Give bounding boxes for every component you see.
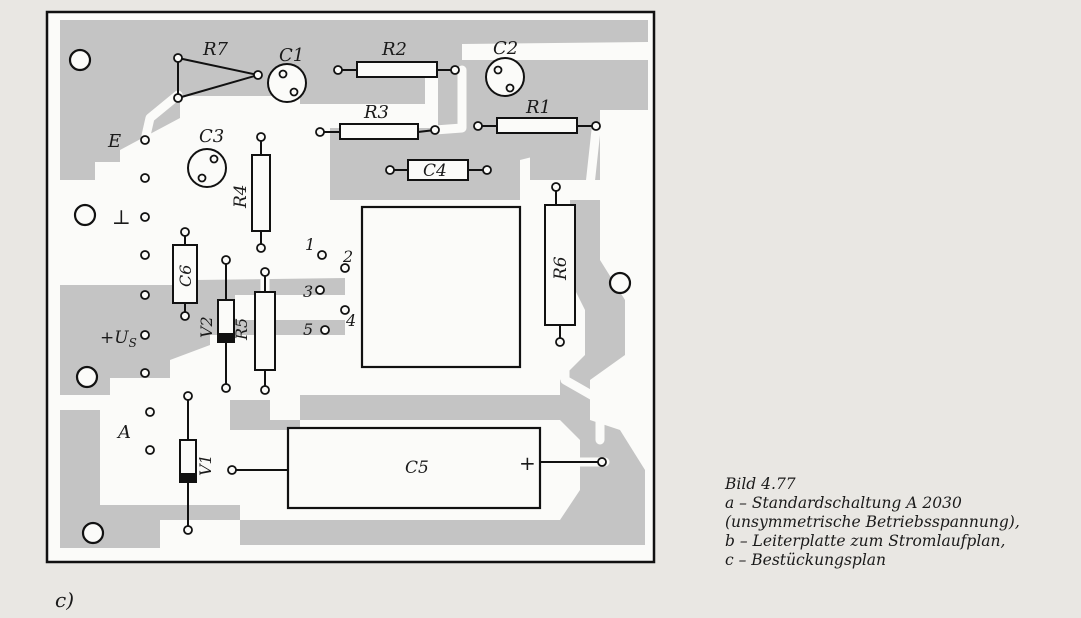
label-terminal-us: +US — [100, 328, 137, 350]
caption-line-a2: (unsymmetrische Betriebsspannung), — [725, 513, 1020, 531]
label-c6: C6 — [176, 265, 195, 287]
solder-pads — [140, 53, 607, 535]
label-r7: R7 — [202, 39, 229, 60]
label-r3: R3 — [363, 102, 389, 123]
label-c1: C1 — [279, 45, 304, 66]
resistor-bodies — [251, 61, 578, 371]
label-v2: V2 — [197, 316, 216, 338]
ic-a2030-outline — [360, 205, 522, 369]
v1-diode-band — [180, 473, 196, 482]
label-c4: C4 — [423, 161, 447, 181]
label-pin-5: 5 — [303, 320, 313, 339]
label-c2: C2 — [493, 38, 518, 59]
label-c5: C5 — [405, 458, 429, 478]
caption-title: Bild 4.77 — [725, 475, 796, 493]
label-pin-3: 3 — [303, 282, 313, 301]
label-terminal-ground: ⊥ — [112, 205, 131, 229]
label-v1: V1 — [196, 454, 215, 476]
v2-diode-band — [218, 333, 234, 342]
panel-letter: c) — [55, 588, 75, 612]
label-r4: R4 — [231, 184, 251, 209]
label-c3: C3 — [199, 126, 224, 147]
label-pin-4: 4 — [345, 311, 356, 330]
figure-caption: Bild 4.77 a – Standardschaltung A 2030 (… — [725, 475, 1075, 570]
label-pin-1: 1 — [305, 235, 315, 254]
caption-line-b: b – Leiterplatte zum Stromlaufplan, — [725, 532, 1006, 550]
label-pin-2: 2 — [342, 247, 353, 266]
mounting-holes — [68, 48, 632, 545]
label-terminal-e: E — [107, 131, 121, 152]
r7-trimmer — [177, 56, 259, 100]
c5-capacitor-body — [286, 426, 542, 510]
caption-line-c: c – Bestückungsplan — [725, 551, 887, 569]
label-r1: R1 — [525, 97, 551, 118]
label-r2: R2 — [381, 39, 407, 60]
label-r6: R6 — [551, 256, 571, 281]
label-r5: R5 — [232, 318, 251, 341]
caption-line-a: a – Standardschaltung A 2030 — [725, 494, 962, 512]
label-terminal-a: A — [116, 422, 131, 443]
label-c5-plus: + — [519, 451, 536, 475]
